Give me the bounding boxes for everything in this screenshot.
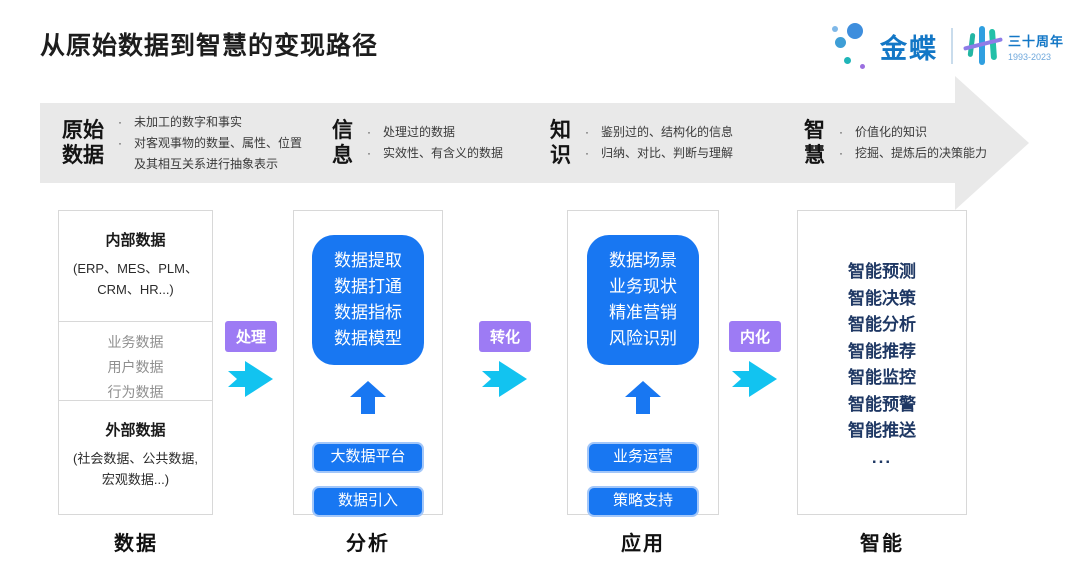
page-title: 从原始数据到智慧的变现路径 (40, 32, 379, 60)
floor-label-application: 应用 (621, 533, 665, 555)
list-item: 智能推荐 (848, 341, 916, 361)
stage-title: 知识 (550, 119, 571, 167)
capability-line: 业务现状 (609, 277, 677, 296)
stage-bullets: ·未加工的数字和事实 ·对客观事物的数量、属性、位置及其相互关系进行抽象表示 (118, 114, 303, 171)
analysis-capability-box: 数据提取 数据打通 数据指标 数据模型 (312, 235, 424, 365)
stage-title: 智慧 (804, 119, 825, 167)
stage-raw-data: 原始数据 ·未加工的数字和事实 ·对客观事物的数量、属性、位置及其相互关系进行抽… (62, 103, 308, 183)
up-arrow-icon (350, 381, 386, 414)
application-capability-box: 数据场景 业务现状 精准营销 风险识别 (587, 235, 699, 365)
internal-data-title: 内部数据 (105, 232, 166, 249)
right-arrow-icon (732, 361, 777, 397)
list-item: 智能预警 (848, 394, 916, 414)
flow-label: 内化 (729, 321, 781, 352)
big-data-platform-button: 大数据平台 (312, 442, 424, 473)
list-item: 智能决策 (848, 288, 916, 308)
flow-process: 处理 (224, 321, 278, 403)
anniversary-text: 三十周年 1993-2023 (1008, 31, 1064, 62)
stage-wisdom: 智慧 ·价值化的知识 ·挖掘、提炼后的决策能力 (804, 103, 1005, 183)
right-arrow-icon (482, 361, 527, 397)
capability-line: 数据场景 (609, 251, 677, 270)
internal-data-section: 内部数据 (ERP、MES、PLM、CRM、HR...) (59, 211, 212, 322)
list-item: 智能推送 (848, 421, 916, 440)
external-data-subtitle: (社会数据、公共数据, 宏观数据...) (73, 451, 198, 487)
column-data: 内部数据 (ERP、MES、PLM、CRM、HR...) 业务数据 用户数据 行… (58, 210, 213, 515)
stage-title: 原始数据 (62, 119, 104, 167)
kingdee-dots-icon (831, 20, 872, 72)
column-analysis: 数据提取 数据打通 数据指标 数据模型 大数据平台 数据引入 (293, 210, 443, 517)
stage-bullets: ·价值化的知识 ·挖掘、提炼后的决策能力 (839, 125, 988, 160)
business-operation-button: 业务运营 (587, 442, 699, 473)
list-item-ellipsis: ... (871, 447, 893, 467)
capability-line: 数据模型 (334, 329, 402, 348)
capability-line: 数据打通 (334, 277, 402, 296)
capability-line: 精准营销 (609, 303, 677, 322)
list-item: 智能预测 (848, 262, 916, 281)
stage-information: 信息 ·处理过的数据 ·实效性、有含义的数据 (332, 103, 533, 183)
flow-label: 转化 (479, 321, 531, 352)
external-data-title: 外部数据 (105, 422, 166, 439)
list-item: 智能分析 (848, 315, 916, 334)
stage-title: 信息 (332, 119, 353, 167)
stage-knowledge: 知识 ·鉴别过的、结构化的信息 ·归纳、对比、判断与理解 (550, 103, 769, 183)
flow-transform: 转化 (478, 321, 532, 403)
floor-label-analysis: 分析 (346, 533, 390, 555)
intelligence-list: 智能预测 智能决策 智能分析 智能推荐 智能监控 智能预警 智能推送 ... (798, 211, 966, 471)
data-item: 业务数据 (107, 334, 164, 350)
anniversary-label: 三十周年 (1007, 33, 1064, 49)
external-data-section: 外部数据 (社会数据、公共数据, 宏观数据...) (59, 401, 212, 513)
strategy-support-button: 策略支持 (587, 486, 699, 517)
up-arrow-icon (625, 381, 661, 414)
data-item: 行为数据 (107, 384, 164, 400)
right-arrow-icon (228, 361, 273, 397)
data-import-button: 数据引入 (312, 486, 424, 517)
column-application: 数据场景 业务现状 精准营销 风险识别 业务运营 策略支持 (567, 210, 719, 517)
flow-label: 处理 (225, 321, 277, 352)
middle-data-section: 业务数据 用户数据 行为数据 (59, 322, 212, 401)
data-item: 用户数据 (107, 359, 164, 375)
floor-label-intelligence: 智能 (860, 533, 904, 555)
logo-divider (950, 28, 953, 64)
anniversary-mark-icon (963, 25, 1003, 67)
stage-banner (40, 103, 955, 183)
anniversary-years: 1993-2023 (1007, 51, 1052, 62)
flow-internalize: 内化 (728, 321, 782, 403)
floor-label-data: 数据 (114, 533, 158, 555)
column-intelligence: 智能预测 智能决策 智能分析 智能推荐 智能监控 智能预警 智能推送 ... (797, 210, 967, 515)
capability-line: 数据指标 (334, 303, 402, 322)
stage-bullets: ·鉴别过的、结构化的信息 ·归纳、对比、判断与理解 (585, 125, 734, 160)
capability-line: 风险识别 (609, 329, 677, 348)
stage-bullets: ·处理过的数据 ·实效性、有含义的数据 (367, 125, 504, 160)
list-item: 智能监控 (848, 368, 916, 387)
kingdee-logo: 金蝶 三十周年 1993-2023 (831, 20, 1064, 72)
stage-banner-arrowhead (955, 76, 1029, 210)
capability-line: 数据提取 (334, 251, 402, 270)
internal-data-subtitle: (ERP、MES、PLM、CRM、HR...) (73, 261, 198, 297)
brand-name: 金蝶 (879, 33, 938, 64)
